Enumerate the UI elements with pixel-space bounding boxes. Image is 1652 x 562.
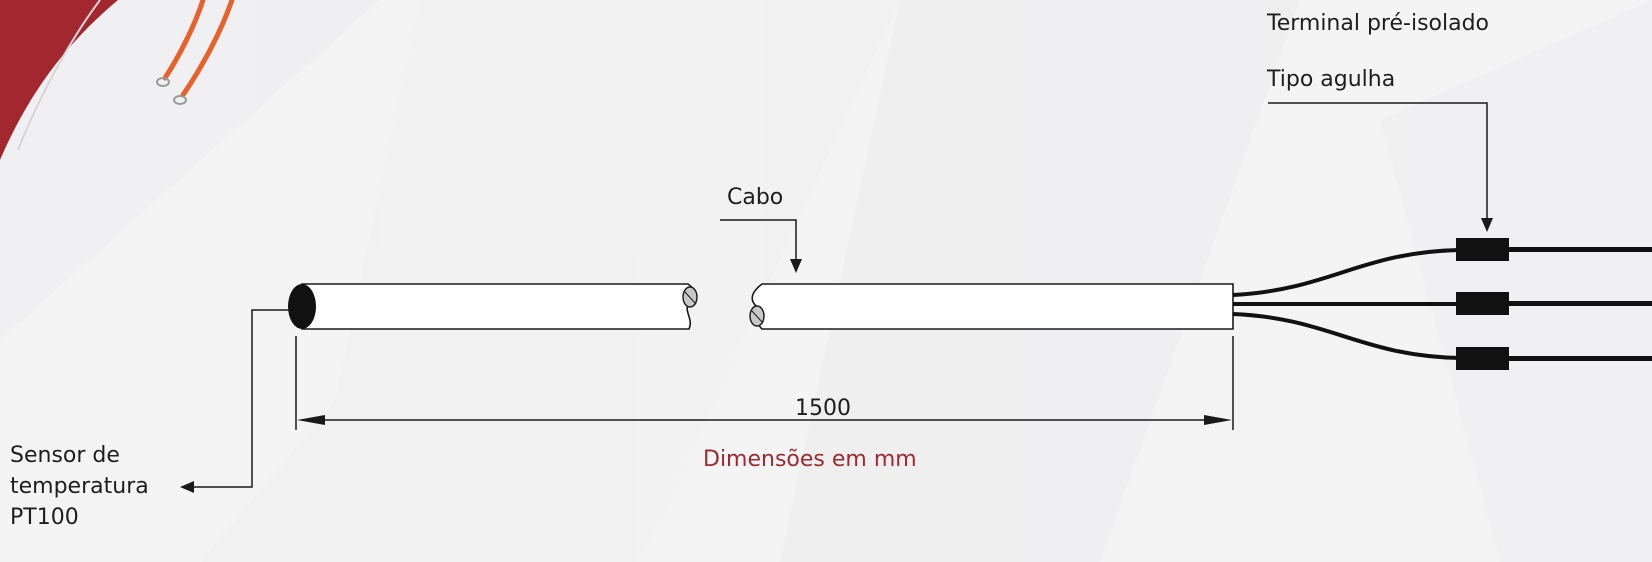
arrow-left-icon bbox=[297, 415, 325, 425]
terminal-leader-arrow-icon bbox=[1268, 102, 1493, 232]
cable-label: Cabo bbox=[727, 185, 784, 210]
arrow-right-icon bbox=[1204, 415, 1232, 425]
photo-thumbnail-sensor-icon bbox=[0, 0, 235, 160]
sensor-label-line1: Sensor de bbox=[10, 443, 120, 468]
sensor-tip bbox=[288, 284, 316, 329]
wires bbox=[1232, 248, 1461, 360]
terminal-label: Terminal pré-isolado bbox=[1267, 11, 1490, 36]
needle-type-label: Tipo agulha bbox=[1267, 67, 1396, 92]
cable-left-segment bbox=[288, 283, 698, 330]
length-dimension-label: 1500 bbox=[795, 396, 851, 421]
cable-right-segment bbox=[749, 283, 1234, 330]
dimension-line bbox=[295, 336, 1234, 430]
cable-leader-arrow-icon bbox=[720, 219, 802, 273]
sensor-label-line3: PT100 bbox=[10, 505, 79, 530]
sensor-leader-arrow-icon bbox=[180, 309, 290, 493]
sensor-label-line2: temperatura bbox=[10, 474, 149, 499]
needle-terminals bbox=[1456, 238, 1652, 370]
sensor-label: Sensor de temperatura PT100 bbox=[10, 440, 149, 533]
units-note: Dimensões em mm bbox=[703, 447, 917, 472]
